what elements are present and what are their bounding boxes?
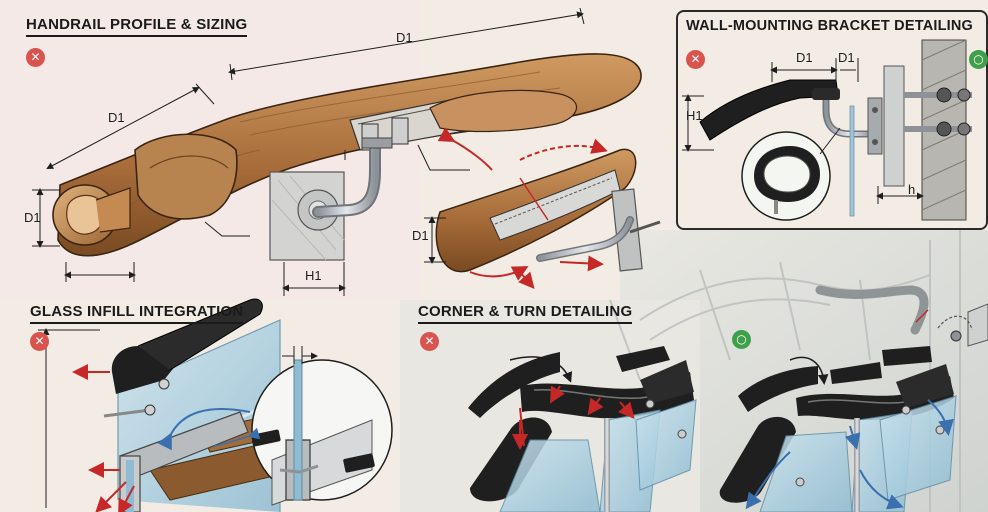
- glass-title-text: GLASS INFILL INTEGRATION: [30, 303, 244, 320]
- bracket-section-title: WALL-MOUNTING BRACKET DETAILING: [686, 18, 973, 34]
- bracket-title-text: WALL-MOUNTING BRACKET DETAILING: [686, 18, 974, 34]
- dim-bracket-d1-a: D1: [796, 50, 813, 65]
- dim-profile-diagonal: D1: [108, 110, 125, 125]
- profile-section-title: HANDRAIL PROFILE & SIZING: [26, 16, 248, 37]
- title-underline: [418, 322, 633, 324]
- check-ring-icon: ○: [732, 330, 751, 349]
- dim-profile-length: D1: [396, 30, 413, 45]
- glass-section-title: GLASS INFILL INTEGRATION: [30, 303, 244, 324]
- dim-bracket-d1-b: D1: [838, 50, 855, 65]
- cross-mark-icon: ✕: [686, 50, 705, 69]
- title-underline: [30, 322, 244, 324]
- cross-mark-icon: ✕: [30, 332, 49, 351]
- bracket-panel: [676, 10, 988, 230]
- corner-section-title: CORNER & TURN DETAILING: [418, 303, 633, 324]
- title-underline: [26, 35, 248, 37]
- dim-bracket-projection: H1: [305, 268, 322, 283]
- dim-bracket-h1: H1: [686, 108, 703, 123]
- dim-section-height: D1: [412, 228, 429, 243]
- corner-title-text: CORNER & TURN DETAILING: [418, 303, 633, 320]
- dim-profile-height: D1: [24, 210, 41, 225]
- dim-bracket-h: h: [908, 182, 916, 197]
- cross-mark-icon: ✕: [26, 48, 45, 67]
- profile-title-text: HANDRAIL PROFILE & SIZING: [26, 16, 248, 33]
- cross-mark-icon: ✕: [420, 332, 439, 351]
- check-ring-icon: ○: [969, 50, 988, 69]
